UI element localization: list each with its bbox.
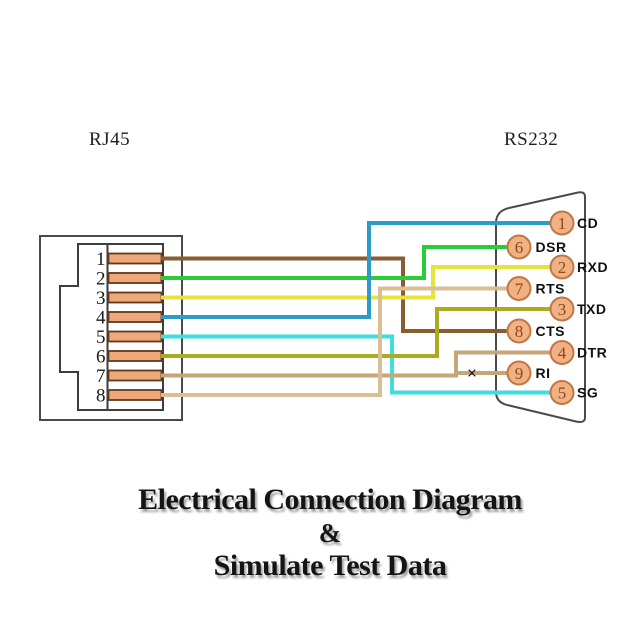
rs232-signal-label: RTS bbox=[536, 281, 566, 297]
rs232-pin-contact bbox=[549, 296, 575, 322]
rs232-signal-label: SG bbox=[577, 385, 598, 401]
rs232-pin-number: 9 bbox=[515, 364, 524, 383]
rs232-pin-contact bbox=[506, 234, 532, 260]
wire-rj45-4-to-cd bbox=[161, 221, 551, 319]
rs232-signal-label: DTR bbox=[577, 345, 607, 361]
rj45-pin-contact bbox=[107, 291, 163, 304]
wire-rj45-3-to-rxd bbox=[161, 265, 551, 300]
not-connected-marker: × bbox=[467, 363, 477, 383]
title-line-2: & bbox=[318, 518, 342, 548]
rj45-pin-number: 3 bbox=[96, 288, 106, 309]
rs232-signal-label: TXD bbox=[577, 301, 607, 317]
rs232-pin-number: 3 bbox=[558, 300, 567, 319]
rs232-pin-contact bbox=[506, 360, 532, 386]
rs232-signal-label: DSR bbox=[536, 239, 567, 255]
wire-rj45-2-to-dsr bbox=[161, 245, 508, 280]
rj45-pin-contact bbox=[107, 311, 163, 323]
connection-wires bbox=[161, 221, 551, 397]
not-connected-x-icon: × bbox=[467, 363, 477, 383]
rs232-signal-label: RXD bbox=[577, 259, 608, 275]
rs232-pin-contact bbox=[506, 276, 532, 301]
rj45-pin-contact bbox=[107, 252, 163, 265]
rs232-pin-contact bbox=[549, 380, 575, 405]
rs232-pins: 1 CD 6 DSR 2 RXD 7 RTS 3 TXD 8 CTS 4 DTR 9 RI 5 SG bbox=[506, 210, 608, 405]
rs232-connector-label: RS232 bbox=[504, 129, 559, 150]
rj45-pin-contact bbox=[107, 369, 163, 382]
rs232-pin-number: 8 bbox=[515, 322, 524, 341]
rs232-pin-contact bbox=[549, 340, 575, 365]
rs232-pin-number: 2 bbox=[558, 258, 567, 277]
rj45-pin-contact bbox=[107, 350, 163, 362]
wire-rj45-6-to-txd bbox=[161, 307, 551, 358]
rs232-pin-contact bbox=[549, 254, 575, 280]
rj45-pin-number: 8 bbox=[96, 386, 106, 407]
rj45-pin-number: 4 bbox=[96, 308, 106, 329]
title-line-1: Electrical Connection Diagram bbox=[138, 483, 522, 516]
rs232-pin-contact bbox=[549, 210, 575, 236]
rj45-pin-number: 6 bbox=[96, 347, 106, 368]
rs232-pin-number: 7 bbox=[515, 280, 524, 299]
rs232-pin-number: 4 bbox=[558, 344, 567, 363]
rj45-pin-number: 2 bbox=[96, 269, 106, 290]
rj45-pin-number: 1 bbox=[96, 249, 106, 270]
rj45-pin-contact bbox=[107, 272, 163, 284]
wire-rj45-7-to-dtr bbox=[161, 350, 551, 378]
rj45-pin-number: 7 bbox=[96, 366, 106, 387]
wire-rj45-8-to-rts bbox=[161, 286, 508, 397]
rs232-signal-label: CTS bbox=[536, 323, 566, 339]
rj45-pin-contact bbox=[107, 330, 163, 343]
wire-rj45-5-to-sg bbox=[161, 334, 551, 395]
diagram-title: Electrical Connection Diagram & Simulate… bbox=[20, 483, 640, 583]
rs232-pin-number: 1 bbox=[558, 214, 567, 233]
rs232-pin-number: 5 bbox=[558, 384, 567, 403]
rs232-pin-number: 6 bbox=[515, 238, 524, 257]
rj45-pin-contact bbox=[107, 389, 163, 401]
rs232-signal-label: RI bbox=[536, 365, 551, 381]
rj45-connector-label: RJ45 bbox=[89, 129, 131, 150]
rj45-pin-number: 5 bbox=[96, 327, 106, 348]
title-line-3: Simulate Test Data bbox=[213, 549, 447, 582]
wire-rj45-1-to-cts bbox=[161, 256, 508, 333]
rs232-pin-contact bbox=[506, 318, 532, 344]
rs232-signal-label: CD bbox=[577, 215, 598, 231]
